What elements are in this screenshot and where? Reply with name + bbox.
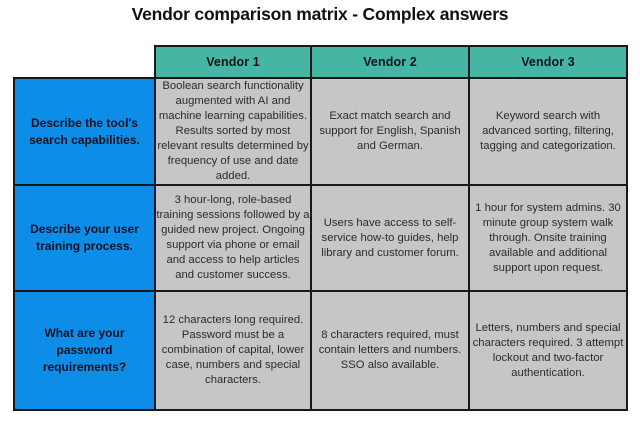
corner-cell xyxy=(14,46,155,78)
answer-cell-r2-vendor-1: 3 hour-long, role-based training session… xyxy=(154,184,312,293)
table-header: Vendor 1 Vendor 2 Vendor 3 xyxy=(14,45,628,79)
answer-cell-r2-vendor-3: 1 hour for system admins. 30 minute grou… xyxy=(468,184,628,293)
vendor-comparison-table: Vendor 1 Vendor 2 Vendor 3 Describe the … xyxy=(13,45,628,412)
table-row: Describe your user training process. 3 h… xyxy=(13,184,628,293)
table-row: Describe the tool's search capabilities.… xyxy=(13,76,628,187)
column-header-vendor-2: Vendor 2 xyxy=(310,45,470,79)
answer-cell-r2-vendor-2: Users have access to self-service how-to… xyxy=(310,184,470,293)
answer-cell-r1-vendor-2: Exact match search and support for Engli… xyxy=(310,76,470,187)
question-cell-password-requirements: What are your password requirements? xyxy=(13,290,156,412)
answer-cell-r3-vendor-1: 12 characters long required. Password mu… xyxy=(154,290,312,412)
answer-cell-r1-vendor-1: Boolean search functionality augmented w… xyxy=(154,76,312,187)
page-title: Vendor comparison matrix - Complex answe… xyxy=(131,4,509,24)
table-body: Describe the tool's search capabilities.… xyxy=(13,76,628,412)
column-header-vendor-3: Vendor 3 xyxy=(468,45,628,79)
answer-cell-r1-vendor-3: Keyword search with advanced sorting, fi… xyxy=(468,76,628,187)
question-cell-search-capabilities: Describe the tool's search capabilities. xyxy=(13,76,156,187)
answer-cell-r3-vendor-2: 8 characters required, must contain lett… xyxy=(310,290,470,412)
answer-cell-r3-vendor-3: Letters, numbers and special characters … xyxy=(468,290,628,412)
table-row: What are your password requirements? 12 … xyxy=(13,290,628,412)
question-cell-user-training: Describe your user training process. xyxy=(13,184,156,293)
column-header-vendor-1: Vendor 1 xyxy=(154,45,312,79)
header-row: Vendor 1 Vendor 2 Vendor 3 xyxy=(14,45,628,79)
